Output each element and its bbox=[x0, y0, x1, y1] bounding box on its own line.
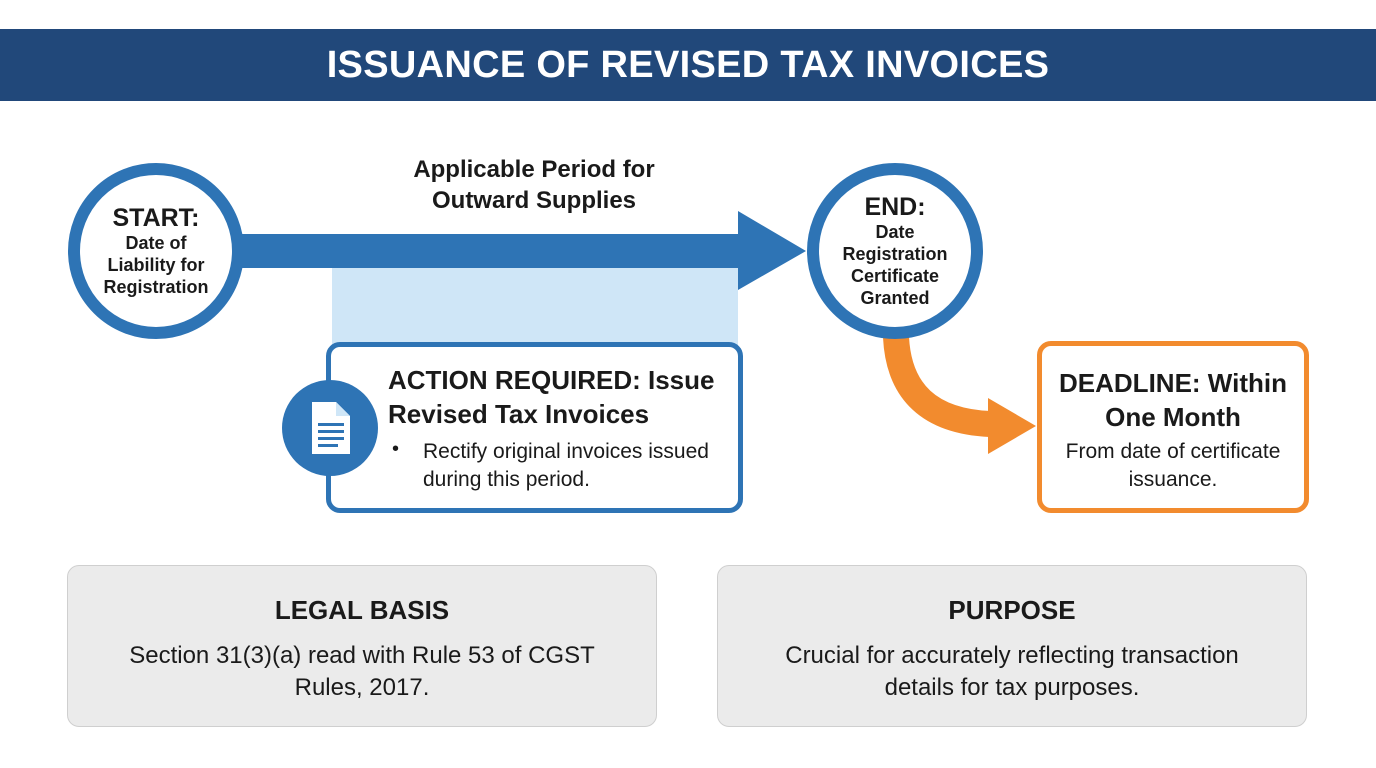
page-title: ISSUANCE OF REVISED TAX INVOICES bbox=[326, 43, 1050, 86]
start-heading: START: bbox=[112, 204, 200, 232]
bullet-mark: • bbox=[392, 438, 400, 460]
deadline-curve-arrow bbox=[883, 335, 991, 437]
deadline-title: DEADLINE: Within One Month bbox=[1059, 368, 1287, 432]
action-title: ACTION REQUIRED: Issue Revised Tax Invoi… bbox=[388, 365, 715, 429]
legal-basis-box: LEGAL BASIS Section 31(3)(a) read with R… bbox=[67, 565, 657, 727]
purpose-title: PURPOSE bbox=[948, 595, 1076, 625]
deadline-arrowhead bbox=[988, 398, 1036, 454]
period-highlight bbox=[332, 268, 738, 348]
purpose-text: Crucial for accurately reflecting transa… bbox=[785, 642, 1239, 701]
action-bullet-text: Rectify original invoices issued during … bbox=[423, 440, 709, 491]
deadline-text: From date of certificate issuance. bbox=[1065, 440, 1281, 491]
deadline-box: DEADLINE: Within One Month From date of … bbox=[1037, 341, 1309, 513]
action-required-box bbox=[326, 342, 743, 513]
end-circle: END: Date Registration Certificate Grant… bbox=[807, 163, 983, 339]
period-label: Applicable Period for Outward Supplies bbox=[413, 156, 655, 214]
start-circle: START: Date of Liability for Registratio… bbox=[68, 163, 244, 339]
end-heading: END: bbox=[864, 193, 926, 221]
legal-basis-title: LEGAL BASIS bbox=[274, 595, 450, 625]
period-arrow bbox=[236, 211, 806, 290]
purpose-box: PURPOSE Crucial for accurately reflectin… bbox=[717, 565, 1307, 727]
end-text: Date Registration Certificate Granted bbox=[842, 222, 948, 308]
legal-basis-text: Section 31(3)(a) read with Rule 53 of CG… bbox=[129, 642, 595, 701]
start-text: Date of Liability for Registration bbox=[103, 233, 209, 297]
document-icon bbox=[282, 380, 378, 476]
title-banner: ISSUANCE OF REVISED TAX INVOICES bbox=[0, 29, 1376, 101]
